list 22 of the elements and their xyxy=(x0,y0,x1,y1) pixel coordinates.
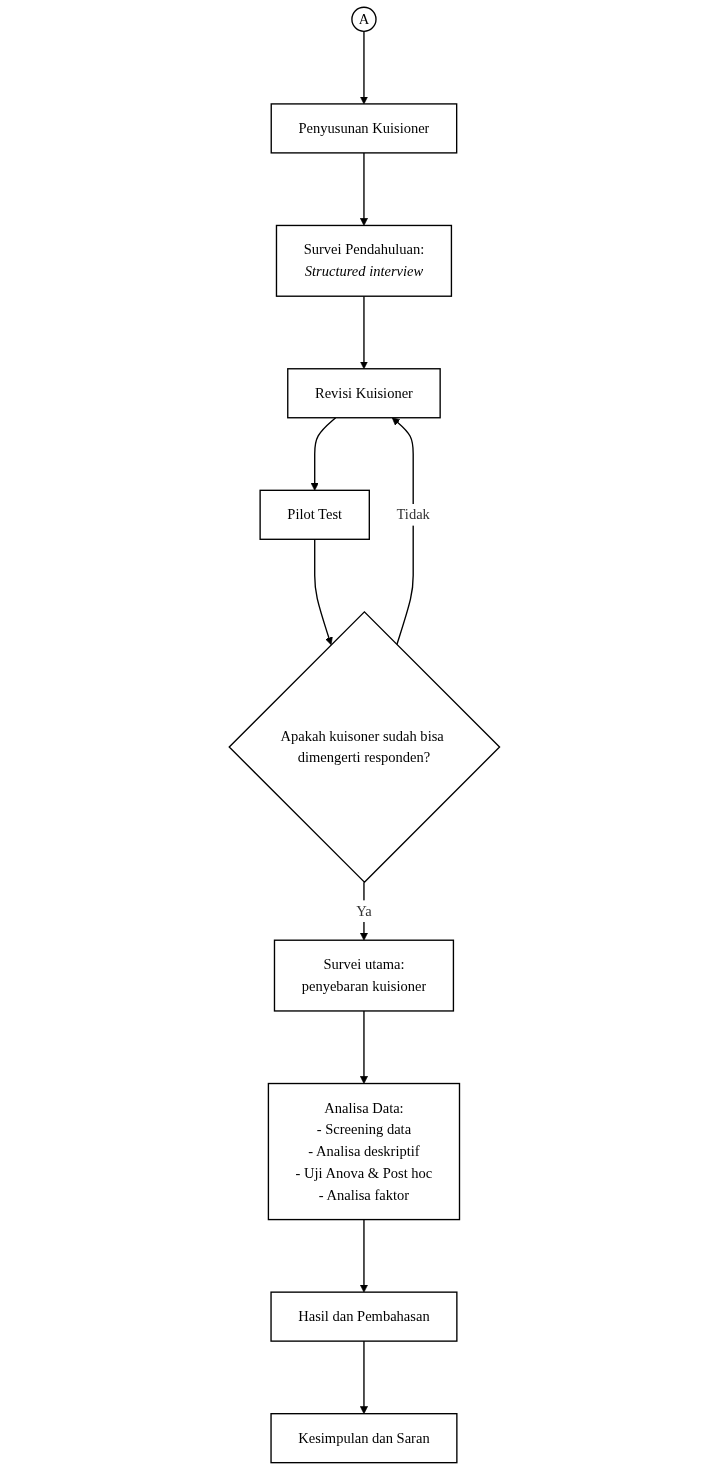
edge-label: Ya xyxy=(355,903,372,919)
edge-label: Tidak xyxy=(396,506,430,523)
arrow xyxy=(359,295,368,370)
node-box: Survei utama: penyebaran kuisioner xyxy=(273,939,454,1012)
node-box: Hasil dan Pembahasan xyxy=(269,1291,458,1342)
arrow xyxy=(391,417,414,646)
node-box: Penyusunan Kuisioner xyxy=(270,103,457,154)
node-circle: A xyxy=(350,6,377,33)
node-box: Pilot Test xyxy=(259,489,370,540)
arrow xyxy=(359,1010,368,1084)
arrow xyxy=(313,538,333,646)
arrow xyxy=(359,152,368,226)
node-diamond: Apakah kuisoner sudah bisa dimengerti responden? xyxy=(227,610,501,884)
node-box: Kesimpulan dan Saran xyxy=(269,1413,458,1464)
node-box: Analisa Data: - Screening data - Analisa deskriptif - Uji Anova & Post hoc - Analisa faktor xyxy=(267,1082,460,1221)
arrow xyxy=(359,881,368,941)
node-box: Revisi Kuisioner xyxy=(286,368,441,419)
arrow xyxy=(359,1218,368,1293)
arrow xyxy=(310,417,336,491)
arrow xyxy=(359,1340,368,1415)
arrow xyxy=(359,30,368,105)
node-box: Survei Pendahuluan: Structured interview xyxy=(275,224,452,297)
